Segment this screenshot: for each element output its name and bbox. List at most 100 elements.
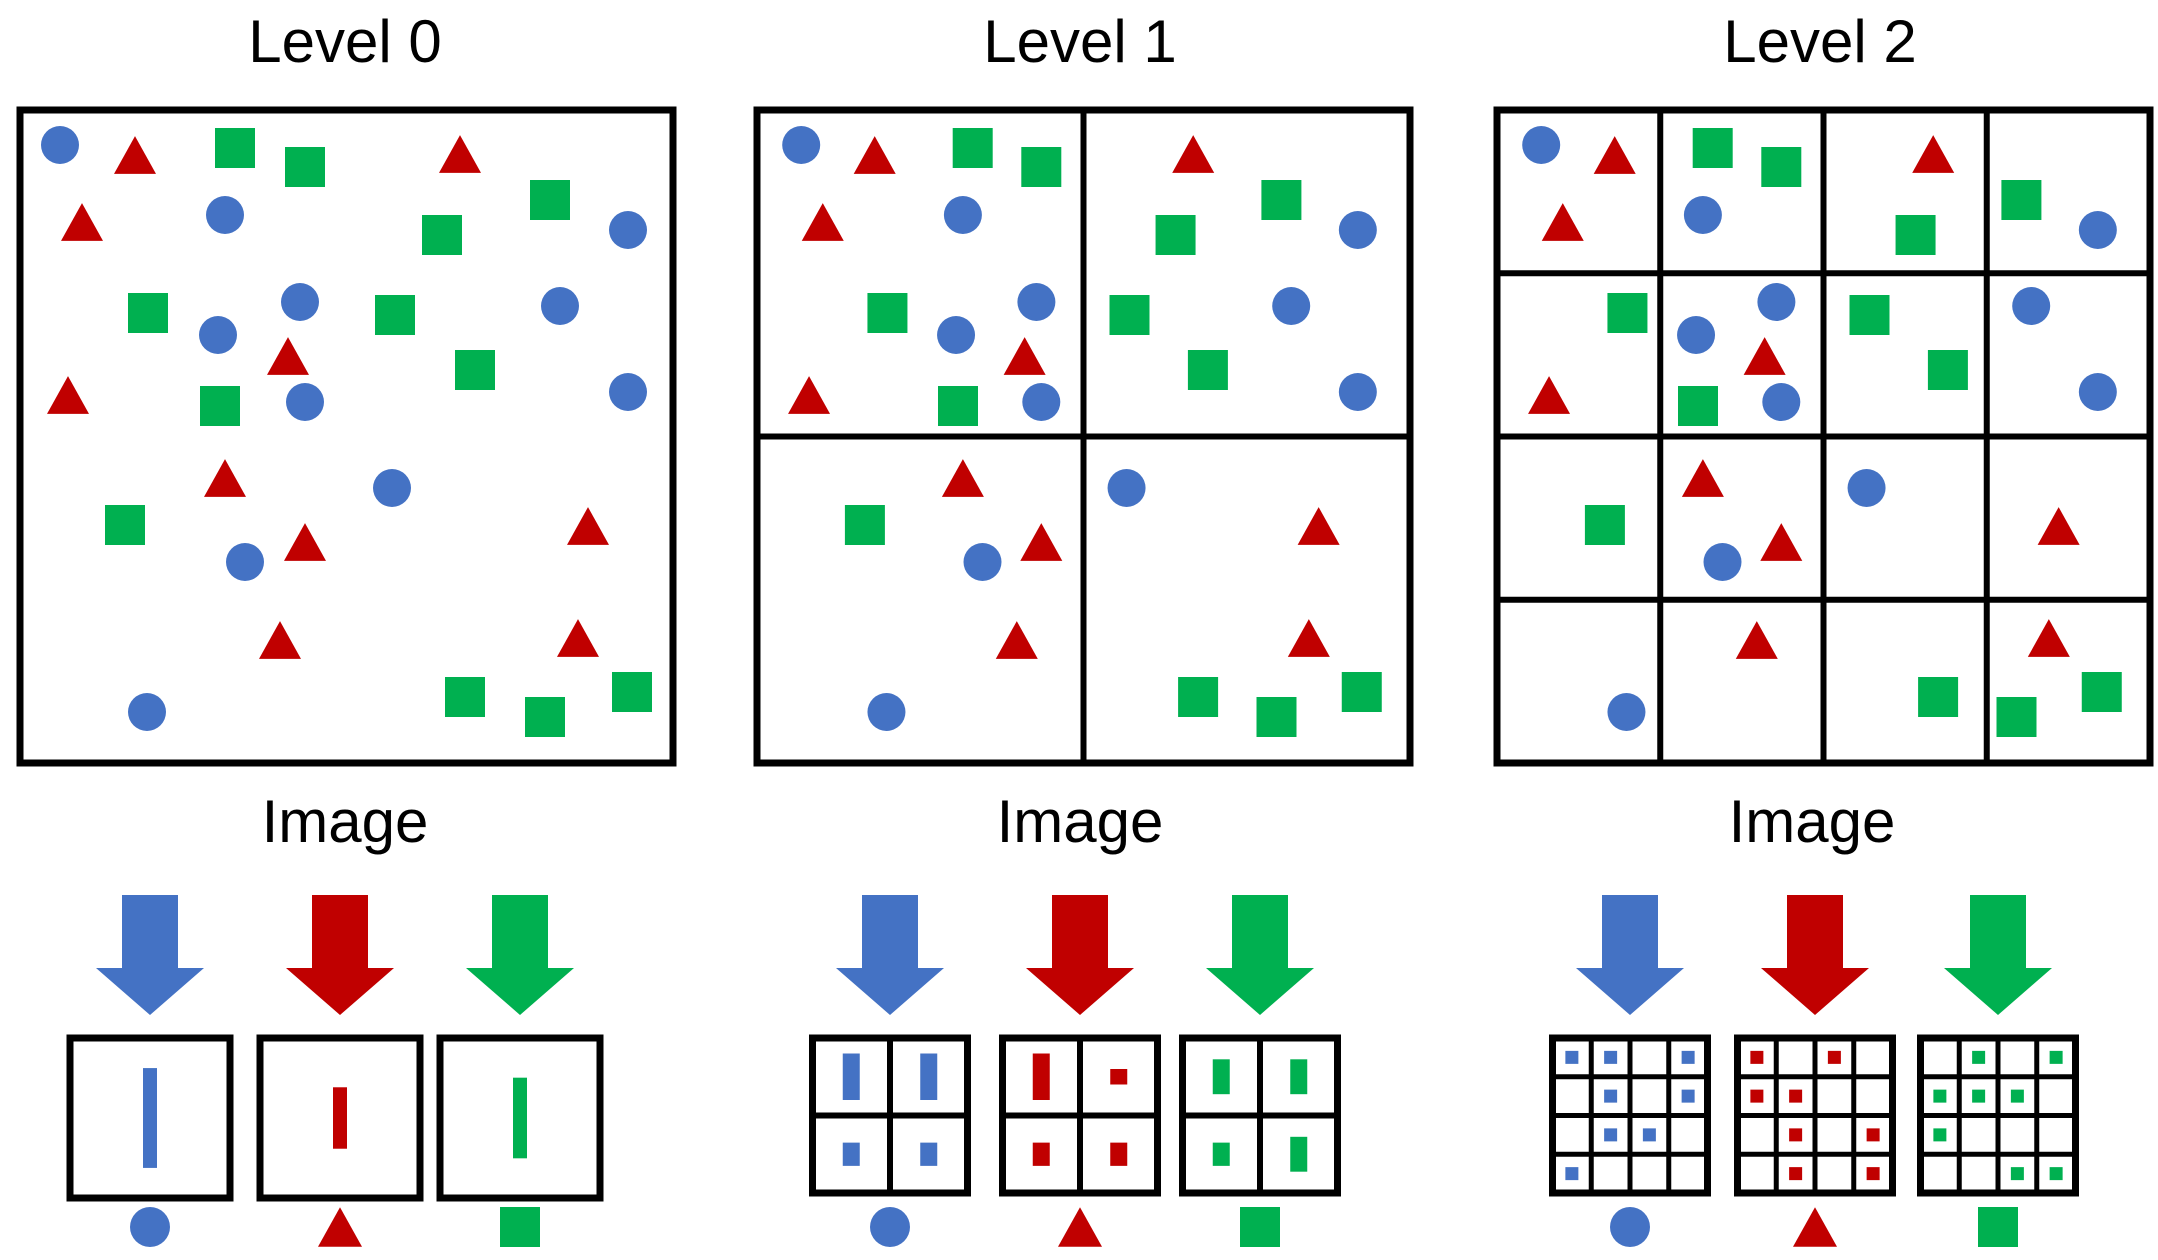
square-mark [128,293,168,333]
histogram-bar [1604,1050,1618,1064]
triangle-mark [1760,523,1803,561]
histogram-bar [1032,1053,1050,1100]
circle-mark [1017,283,1056,321]
red-arrow-down-icon [1761,895,1869,1015]
triangle-mark [788,376,831,414]
square-mark [938,386,978,426]
triangle-mark [1735,621,1778,659]
square-mark [1021,147,1062,187]
triangle-mark [1297,507,1340,545]
histogram-section [66,895,2079,1247]
square-mark [500,1207,540,1247]
circle-mark [1757,283,1796,321]
triangle-mark [801,203,844,241]
triangle-mark [1681,459,1724,497]
histogram-box [999,1034,1161,1197]
square-mark [455,350,495,390]
histogram-bar [2049,1050,2063,1064]
square-mark [1978,1207,2018,1247]
triangle-mark [284,523,326,561]
blue-arrow-down-icon [1576,895,1684,1015]
triangle-mark [1172,135,1215,173]
square-mark [844,505,885,545]
triangle-mark [1287,619,1330,657]
triangle-mark [557,619,599,657]
histogram-bar [1866,1128,1880,1142]
circle-mark [1107,469,1146,507]
circle-mark [1762,383,1801,421]
histogram-box [1734,1034,1896,1197]
triangle-mark [204,459,246,497]
triangle-mark [267,337,309,375]
square-mark [215,128,255,168]
square-mark [445,677,485,717]
histogram-bar [2010,1089,2024,1103]
square-mark [105,505,145,545]
square-mark [1155,215,1196,255]
histogram-box [1549,1034,1711,1197]
circle-mark [963,543,1002,581]
histogram-bar [1212,1059,1230,1095]
circle-mark [226,543,264,581]
triangle-mark [1593,136,1636,174]
level-0-title: Level 0 [248,8,441,75]
square-mark [1341,672,1382,712]
square-mark [1109,295,1150,335]
square-mark [1761,147,1802,187]
triangle-mark [1058,1207,1102,1247]
square-mark [1178,677,1219,717]
circle-mark [1338,373,1377,411]
square-mark [2001,180,2042,220]
histogram-bar [513,1077,527,1159]
histogram-bar [842,1053,860,1100]
square-mark [1927,350,1968,390]
histogram-bar [1604,1089,1618,1103]
box-frame [753,106,1414,767]
square-mark [1692,128,1733,168]
circle-mark [199,316,237,354]
triangle-mark [2027,619,2070,657]
histogram-bar [1565,1050,1579,1064]
histogram-bar [1290,1059,1308,1095]
square-mark [2081,672,2122,712]
histogram-bar [920,1142,938,1166]
circle-mark [541,287,579,325]
histogram-bar [2049,1167,2063,1181]
histogram-bar [333,1087,347,1149]
red-arrow-down-icon [1026,895,1134,1015]
circle-mark [1607,693,1646,731]
circle-mark [1703,543,1742,581]
circle-mark [870,1207,910,1247]
green-arrow-down-icon [1944,895,2052,1015]
circle-mark [1610,1207,1650,1247]
circle-mark [1022,383,1061,421]
square-mark [1607,293,1648,333]
circle-mark [867,693,906,731]
square-mark [1918,677,1959,717]
circle-mark [609,373,647,411]
triangle-mark [318,1207,362,1247]
triangle-mark [995,621,1038,659]
histogram-bar [1110,1142,1128,1166]
square-mark [952,128,993,168]
square-mark [375,295,415,335]
circle-mark [1272,287,1311,325]
square-mark [1187,350,1228,390]
green-arrow-down-icon [466,895,574,1015]
square-mark [285,147,325,187]
histogram-bar [2010,1167,2024,1181]
circle-mark [206,196,244,234]
histogram-bar [1972,1089,1986,1103]
circle-mark [1522,126,1561,164]
circle-mark [943,196,982,234]
square-mark [1256,697,1297,737]
triangle-mark [114,136,156,174]
circle-mark [373,469,411,507]
circle-mark [937,316,976,354]
triangle-mark [1003,337,1046,375]
histogram-bar [1604,1128,1618,1142]
level-1-image-caption: Image [997,788,1164,855]
histogram-bar [1290,1136,1308,1172]
circle-mark [782,126,821,164]
